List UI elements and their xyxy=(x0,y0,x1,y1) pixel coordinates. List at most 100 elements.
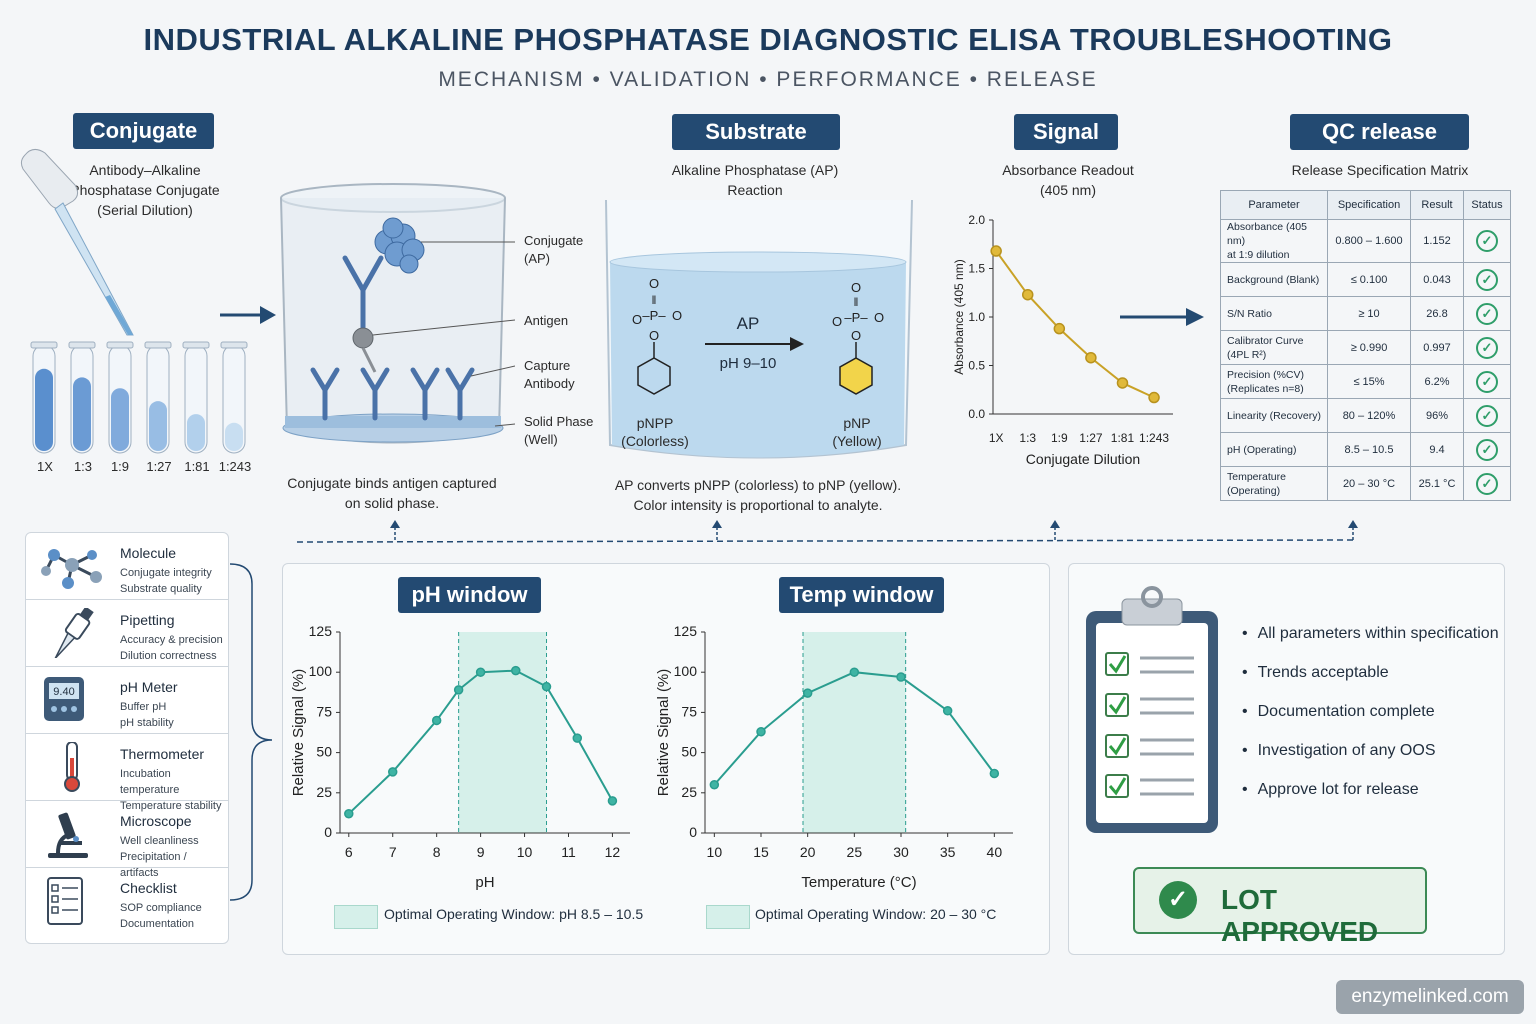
watermark: enzymelinked.com xyxy=(1336,980,1524,1014)
approved-check-icon: ✓ xyxy=(1159,881,1197,919)
x-tick-label: 11 xyxy=(561,844,576,860)
y-tick-label: 0.5 xyxy=(968,359,985,373)
dilution-tubes xyxy=(30,341,248,454)
data-point xyxy=(990,245,1002,257)
status-cell: ✓ xyxy=(1463,262,1511,297)
tube-liquid xyxy=(35,368,53,451)
tube-label: 1:81 xyxy=(184,459,210,474)
data-point xyxy=(387,767,398,777)
data-point xyxy=(1148,391,1160,404)
ph-meter-icon: 9.40 xyxy=(38,675,108,725)
x-tick-label: 1:243 xyxy=(1139,431,1169,445)
pass-check-icon: ✓ xyxy=(1476,472,1498,495)
svg-text:O: O xyxy=(672,308,682,323)
x-tick-label: 1X xyxy=(989,431,1004,445)
result-cell: 96% xyxy=(1410,398,1464,433)
result-cell: 6.2% xyxy=(1410,364,1464,399)
qc-spec-table: Parameter Specification Result Status Ab… xyxy=(1220,190,1511,501)
param-cell: Temperature (Operating) xyxy=(1220,466,1328,501)
pass-check-icon: ✓ xyxy=(1476,438,1498,461)
tube-liquid xyxy=(187,414,205,451)
status-cell: ✓ xyxy=(1463,398,1511,433)
clipboard-icon xyxy=(1086,586,1218,833)
col-header: Status xyxy=(1463,190,1511,220)
data-point xyxy=(572,733,583,743)
y-tick-label: 1.5 xyxy=(968,262,985,276)
svg-text:‖: ‖ xyxy=(854,295,859,309)
status-cell: ✓ xyxy=(1463,466,1511,501)
tube-label: 1:9 xyxy=(110,459,130,474)
x-tick-label: 10 xyxy=(517,844,533,860)
release-bullet: Approve lot for release xyxy=(1242,770,1499,809)
x-tick-label: 1:27 xyxy=(1079,431,1103,445)
y-tick-label: 50 xyxy=(681,744,697,760)
qc-caption: Release Specification Matrix xyxy=(1291,162,1469,178)
pass-check-icon: ✓ xyxy=(1476,336,1498,359)
col-header: Result xyxy=(1410,190,1464,220)
param-cell: pH (Operating) xyxy=(1220,432,1328,467)
y-tick-label: 0 xyxy=(689,824,697,840)
substrate-caption: Alkaline Phosphatase (AP)Reaction xyxy=(671,162,839,198)
spec-cell: 20 – 30 °C xyxy=(1327,466,1411,501)
pass-check-icon: ✓ xyxy=(1476,230,1498,252)
data-point xyxy=(942,706,953,716)
data-point xyxy=(1053,322,1066,335)
x-tick-label: 10 xyxy=(707,844,723,860)
elisa-well-illustration xyxy=(280,183,515,444)
temp-window-pill: Temp window xyxy=(779,577,944,613)
tool-title: pH Meter xyxy=(120,679,178,695)
y-tick-label: 100 xyxy=(309,663,333,679)
data-point xyxy=(431,715,442,726)
status-cell: ✓ xyxy=(1463,364,1511,399)
tool-title: Checklist xyxy=(120,880,177,896)
data-point xyxy=(475,667,486,677)
data-point xyxy=(802,688,813,698)
tool-title: Molecule xyxy=(120,545,177,561)
y-axis-label: Relative Signal (%) xyxy=(290,669,307,797)
flow-arrow xyxy=(220,306,276,324)
svg-text:O: O xyxy=(632,312,642,327)
ph-legend-swatch xyxy=(334,905,378,929)
y-tick-label: 0.0 xyxy=(968,407,985,421)
tube-rim xyxy=(106,341,134,349)
x-tick-label: 1:3 xyxy=(1019,431,1036,445)
checklist-icon xyxy=(38,876,108,926)
x-tick-label: 40 xyxy=(987,844,1003,860)
tube-label: 1:243 xyxy=(218,459,252,474)
tool-title: Microscope xyxy=(120,813,192,829)
data-point xyxy=(1116,377,1129,389)
release-bullet: Documentation complete xyxy=(1242,692,1499,731)
tube-label: 1:27 xyxy=(146,459,172,474)
x-axis-label: pH xyxy=(475,874,494,890)
x-tick-label: 7 xyxy=(389,844,397,860)
enzyme-label: AP xyxy=(736,314,760,333)
series-line xyxy=(995,250,1155,399)
result-cell: 1.152 xyxy=(1410,219,1464,263)
x-tick-label: 6 xyxy=(345,844,353,860)
temp-legend-text: Optimal Operating Window: 20 – 30 °C xyxy=(755,906,997,922)
y-tick-label: 125 xyxy=(309,623,333,639)
x-tick-label: 30 xyxy=(893,844,909,860)
lot-approved-badge: ✓ LOT APPROVED xyxy=(1133,867,1427,947)
svg-text:O: O xyxy=(851,280,861,295)
data-point xyxy=(1085,351,1097,364)
param-cell: Background (Blank) xyxy=(1220,262,1328,297)
svg-text:O: O xyxy=(851,328,861,343)
reactant-label: pNPP(Colorless) xyxy=(621,415,689,449)
tube-rim xyxy=(144,341,172,349)
spec-cell: 8.5 – 10.5 xyxy=(1327,432,1411,467)
ph-legend-text: Optimal Operating Window: pH 8.5 – 10.5 xyxy=(384,906,644,922)
temp-legend-swatch xyxy=(706,905,750,929)
result-cell: 9.4 xyxy=(1410,432,1464,467)
page-subtitle: MECHANISM • VALIDATION • PERFORMANCE • R… xyxy=(438,68,1098,91)
result-cell: 0.997 xyxy=(1410,330,1464,365)
y-tick-label: 25 xyxy=(681,784,697,800)
